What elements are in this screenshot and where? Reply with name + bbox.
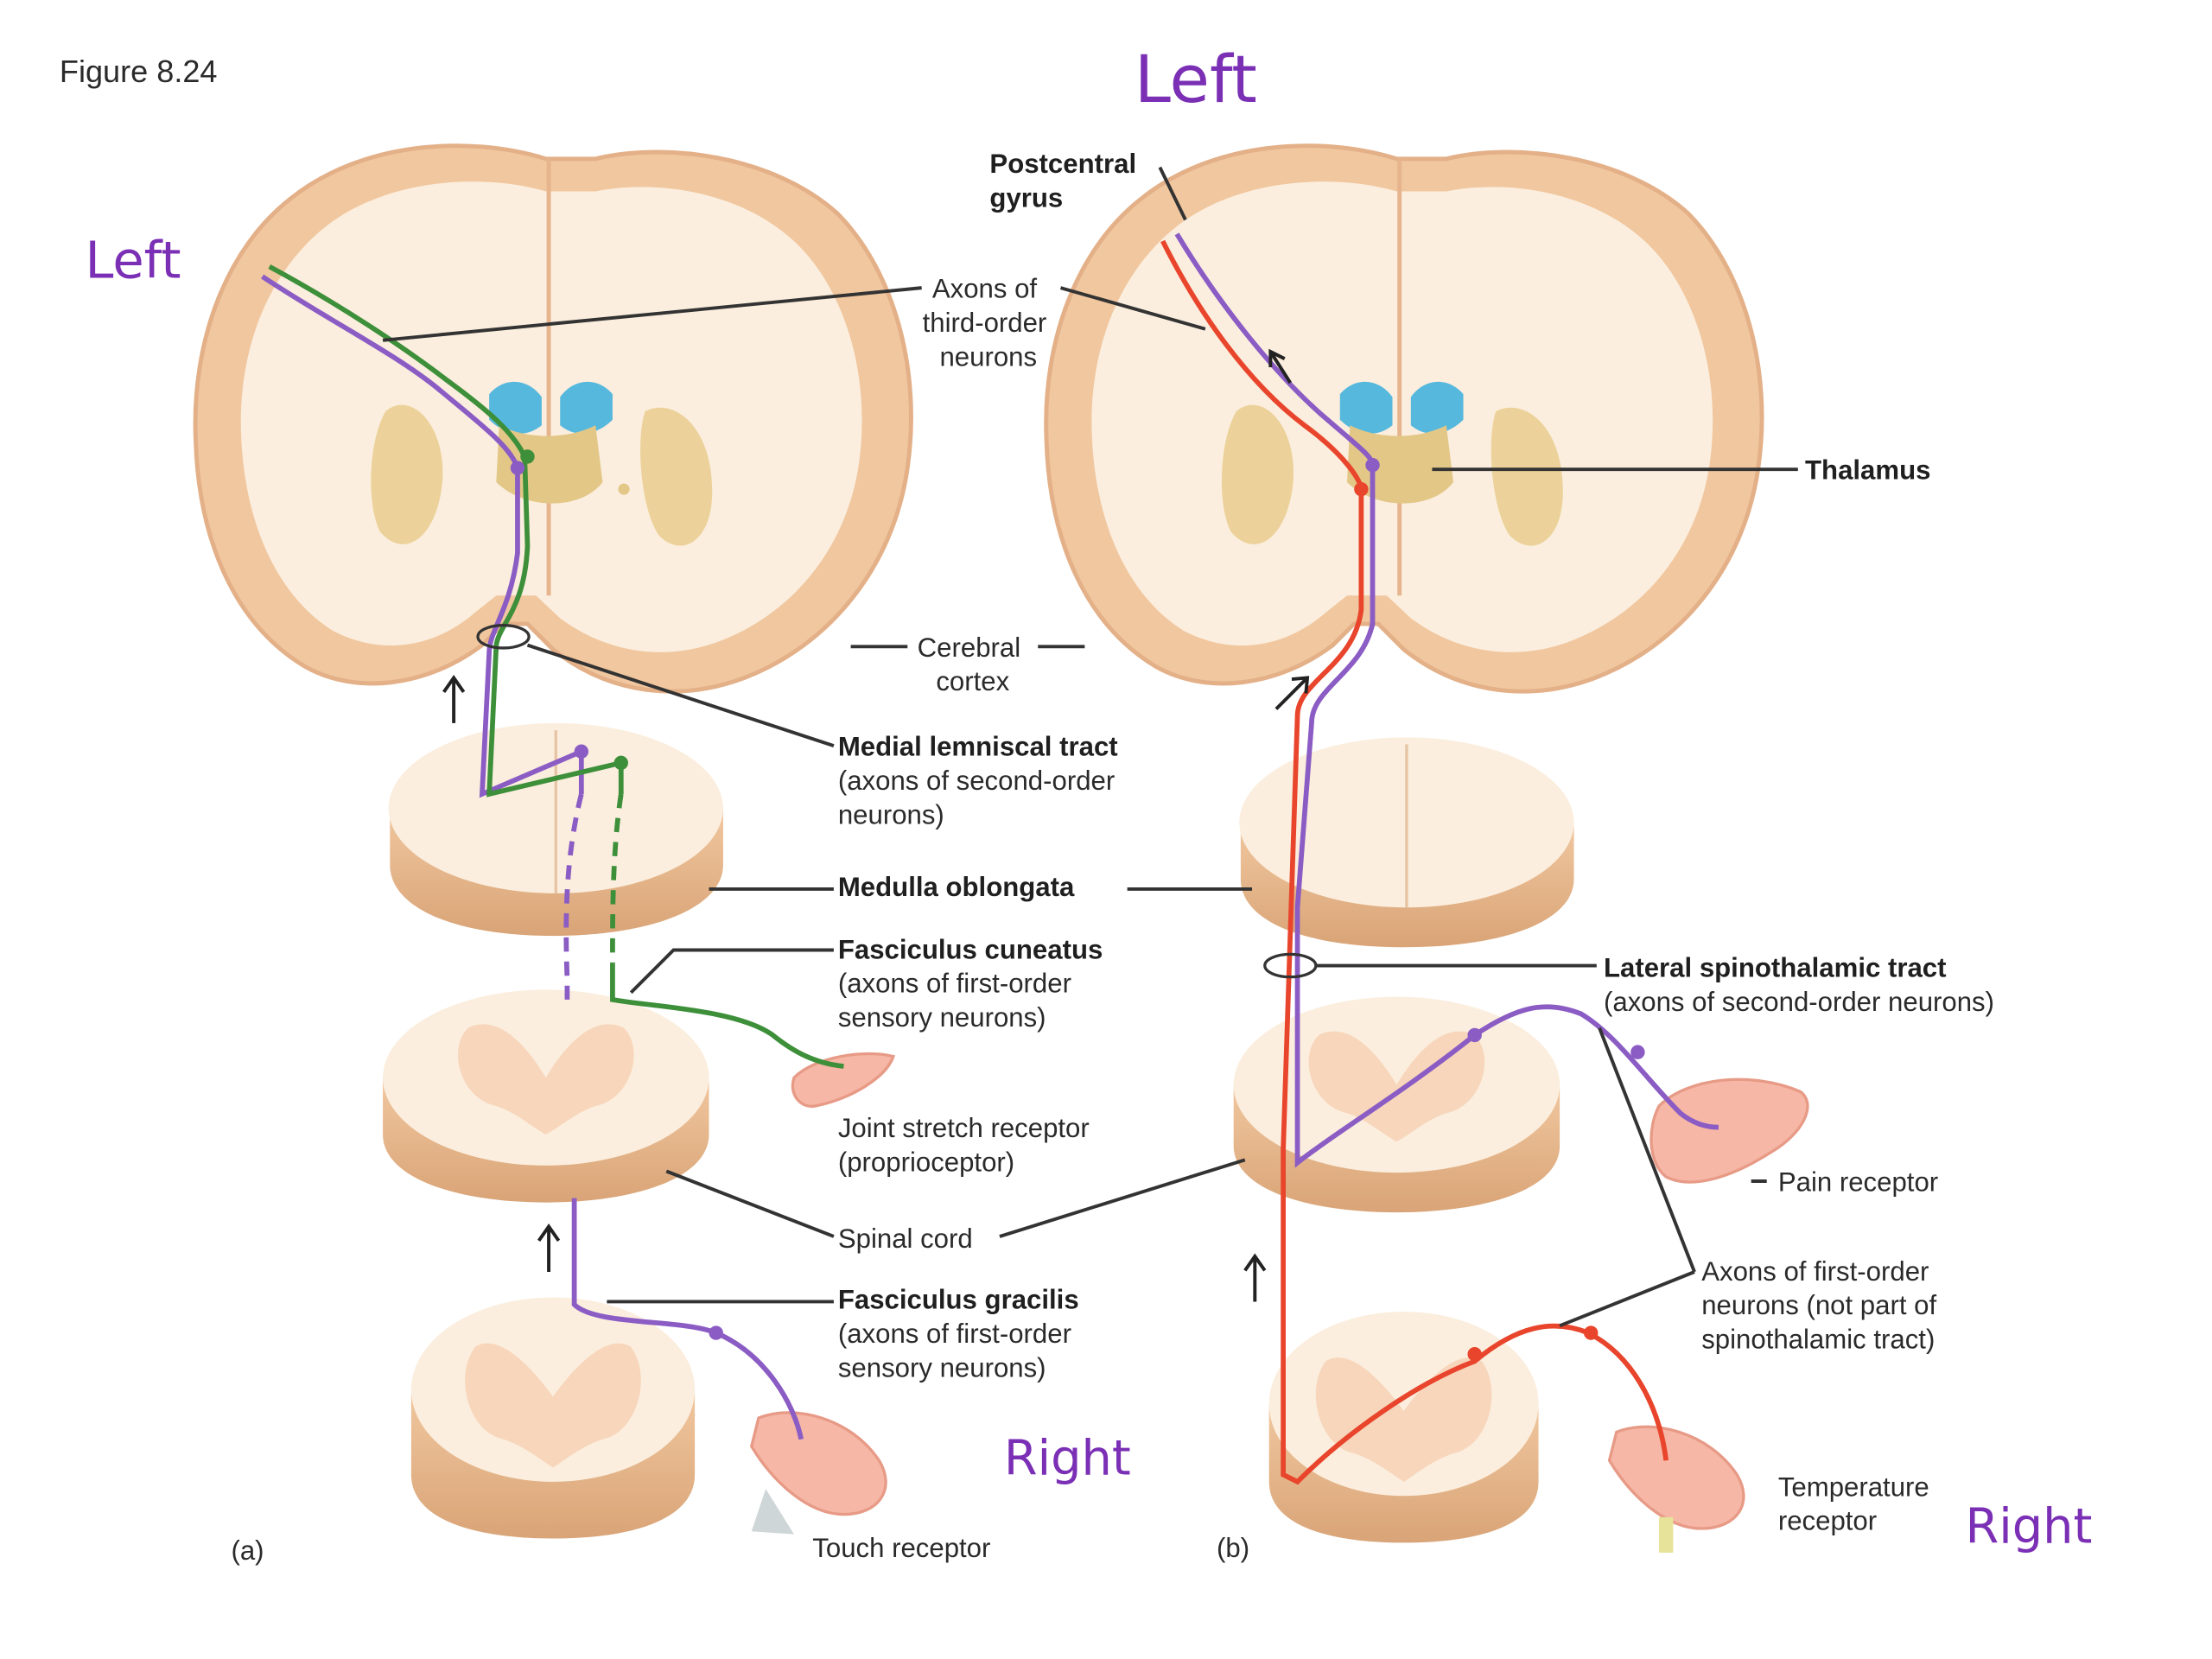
label-pain-receptor: Pain receptor bbox=[1778, 1166, 1938, 1197]
spinal-cord-section-a-lower bbox=[410, 1297, 696, 1539]
pathway-purple-b bbox=[1174, 232, 1719, 1168]
spinal-cord-section-a-upper bbox=[383, 989, 709, 1203]
label-first-order-axons: Axons of first-order neurons (not part o… bbox=[1701, 1256, 1944, 1355]
foot-icon-a bbox=[749, 1411, 887, 1535]
label-thalamus: Thalamus bbox=[1805, 455, 1930, 486]
medulla-section-b bbox=[1239, 737, 1574, 948]
annotation-right-b: Right bbox=[1965, 1498, 2092, 1554]
label-axons-third-order: Axons of third-order neurons bbox=[923, 274, 1054, 372]
label-lateral-spinothalamic-sub: (axons of second-order neurons) bbox=[1604, 987, 1994, 1017]
label-touch-receptor: Touch receptor bbox=[812, 1533, 990, 1563]
label-temperature-receptor: Temperature receptor bbox=[1778, 1471, 1937, 1535]
tract-marker-medial-lemniscus bbox=[476, 624, 531, 650]
hand-icon-b bbox=[1649, 1077, 1809, 1184]
brain-section-b bbox=[1044, 143, 1764, 694]
panel-a-tag: (a) bbox=[231, 1535, 264, 1566]
annotation-left-top: Left bbox=[1135, 41, 1257, 118]
label-spinal-cord: Spinal cord bbox=[838, 1224, 973, 1254]
label-lateral-spinothalamic: Lateral spinothalamic tract bbox=[1604, 953, 1947, 983]
label-gracilis-sub: (axons of first-order sensory neurons) bbox=[838, 1319, 1079, 1382]
label-cuneatus-sub: (axons of first-order sensory neurons) bbox=[838, 969, 1079, 1033]
label-medial-lemniscal: Medial lemniscal tract bbox=[838, 732, 1118, 762]
hand-icon-a bbox=[791, 1052, 895, 1108]
label-cerebral-cortex: Cerebral cortex bbox=[918, 632, 1028, 696]
foot-icon-b bbox=[1607, 1425, 1745, 1553]
neuron-somas-b bbox=[1354, 458, 1645, 1362]
medulla-section-a bbox=[388, 722, 723, 937]
label-postcentral-gyrus: Postcentral gyrus bbox=[989, 149, 1143, 213]
label-joint-receptor: Joint stretch receptor (proprioceptor) bbox=[838, 1113, 1097, 1177]
direction-arrows bbox=[442, 348, 1310, 1302]
label-cuneatus: Fasciculus cuneatus bbox=[838, 934, 1103, 964]
panel-b-tag: (b) bbox=[1217, 1533, 1249, 1563]
figure-label: Figure 8.24 bbox=[60, 54, 218, 89]
label-medial-lemniscal-sub: (axons of second-order neurons) bbox=[838, 766, 1122, 830]
leader-lines bbox=[382, 166, 1798, 1328]
annotation-left-side: Left bbox=[85, 231, 181, 290]
annotation-right-a: Right bbox=[1004, 1431, 1131, 1487]
label-gracilis: Fasciculus gracilis bbox=[838, 1285, 1079, 1315]
brain-section-a bbox=[193, 143, 913, 694]
neuron-somas-a bbox=[510, 449, 723, 1340]
spinal-cord-section-b-lower bbox=[1268, 1311, 1539, 1543]
label-medulla: Medulla oblongata bbox=[838, 872, 1075, 902]
pathway-green-a bbox=[268, 264, 844, 1069]
